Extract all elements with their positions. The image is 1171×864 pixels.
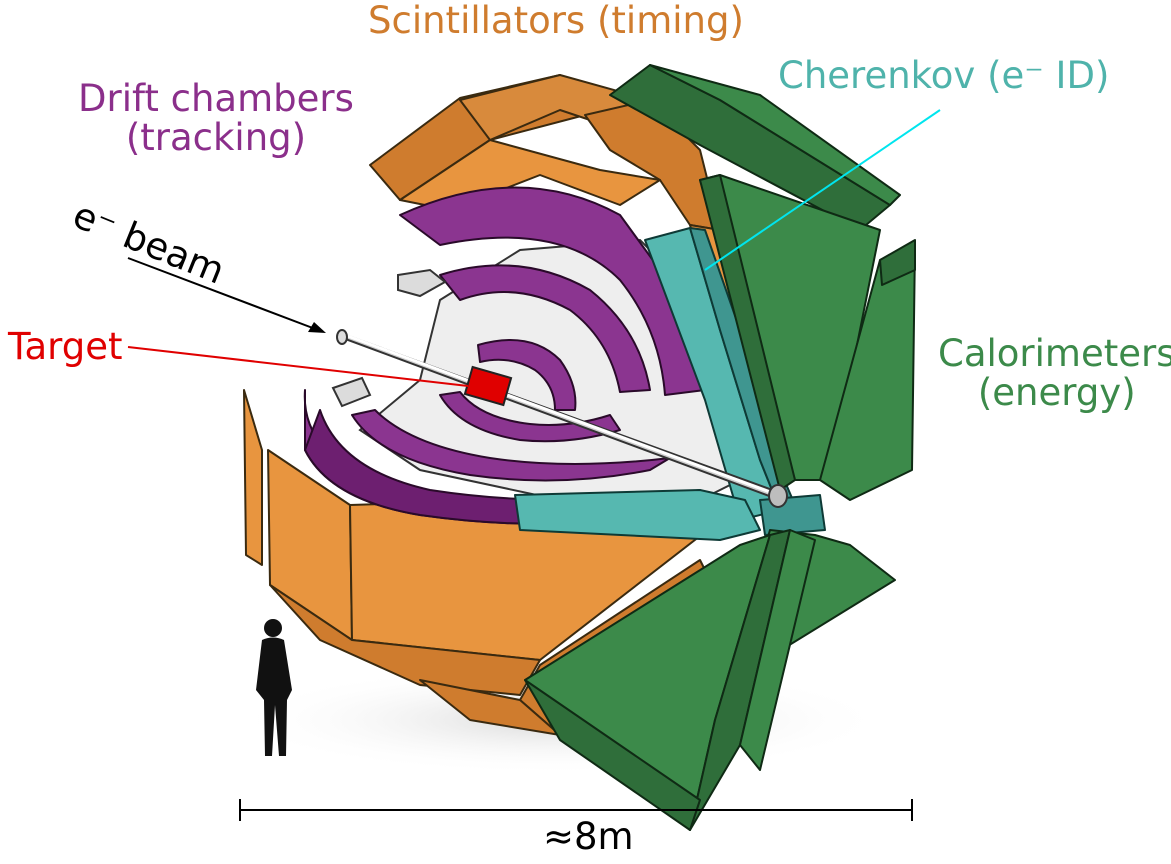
- scintillator-lower-under: [269, 584, 541, 696]
- target-pointer-line: [127, 346, 469, 387]
- person-silhouette: [256, 619, 292, 756]
- target-block: [463, 365, 513, 407]
- beam-arrow: [127, 257, 326, 333]
- scintillator-left-edge: [243, 389, 263, 566]
- label-scale: ≈8m: [543, 815, 634, 858]
- calorimeter-bottom-left: [524, 679, 701, 831]
- cherenkov-lower: [514, 489, 761, 541]
- label-drift-line2: (tracking): [125, 115, 307, 159]
- scale-bar: [239, 799, 913, 821]
- label-target: Target: [8, 325, 123, 368]
- calorimeter-right-1-edge: [699, 174, 796, 491]
- label-calorimeters-line1: Calorimeters: [938, 332, 1171, 375]
- support-block-lower: [331, 376, 372, 408]
- beam-pipe-highlight: [344, 333, 779, 497]
- calorimeter-right-2-edge: [879, 239, 916, 286]
- label-scintillators: Scintillators (timing): [368, 0, 744, 42]
- label-drift-chambers: Drift chambers (tracking): [78, 77, 354, 159]
- label-calorimeters: Calorimeters (energy): [938, 332, 1171, 414]
- drift-chamber-inner-bottom: [439, 391, 621, 443]
- beam-pipe-end: [768, 484, 788, 508]
- calorimeters: [524, 64, 916, 831]
- calorimeter-right-2: [819, 244, 916, 501]
- calorimeter-top-face: [649, 64, 901, 206]
- cherenkov-pointer-line: [704, 109, 941, 271]
- beam-pipe: [336, 329, 788, 508]
- label-cherenkov: Cherenkov (e⁻ ID): [778, 54, 1110, 97]
- support-block-upper: [397, 268, 447, 298]
- label-drift-line1: Drift chambers: [78, 77, 354, 120]
- beam-pipe-entry: [336, 329, 348, 345]
- drift-chamber-mid-top: [439, 264, 651, 393]
- calorimeter-lower-3: [739, 529, 816, 771]
- drift-chamber-inner-top: [477, 339, 577, 411]
- label-calorimeters-line2: (energy): [977, 370, 1136, 414]
